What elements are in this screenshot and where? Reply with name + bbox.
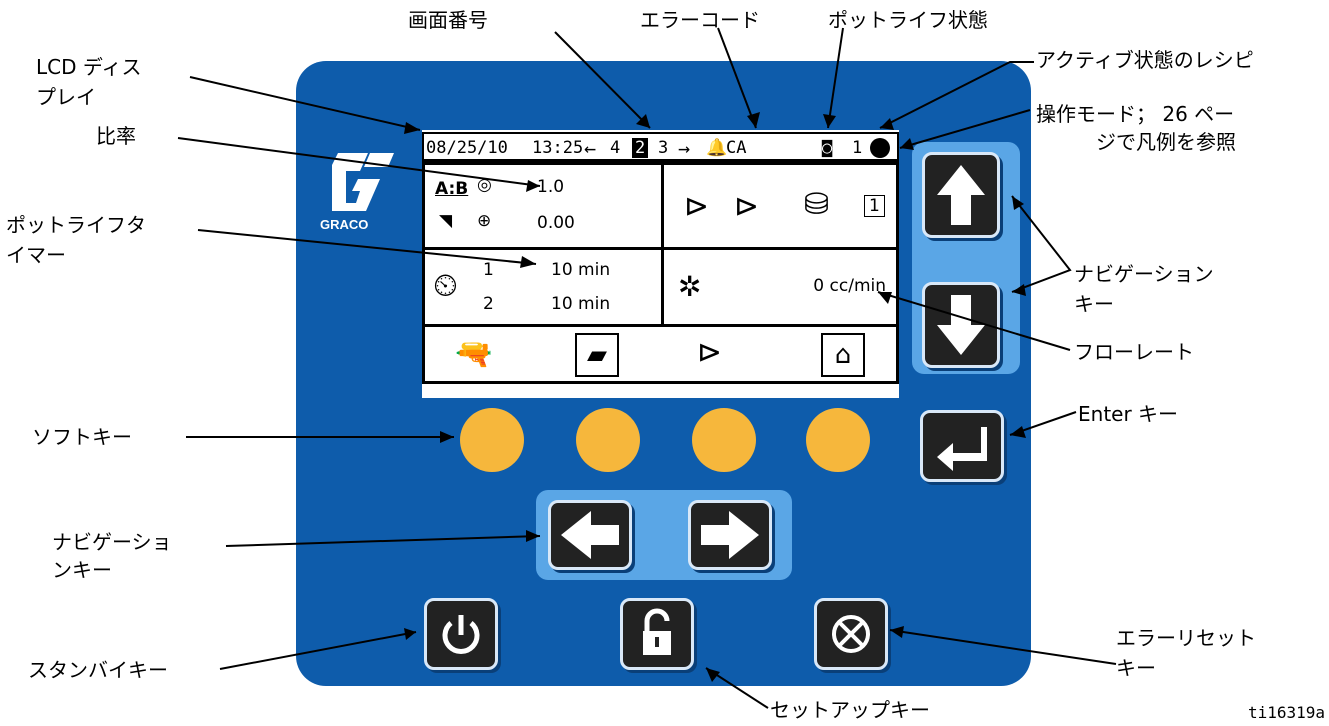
gun-flush-icon: ⊳ xyxy=(697,335,723,370)
prev-screen: 4 xyxy=(610,138,621,158)
softkey-1[interactable] xyxy=(460,408,524,472)
power-icon xyxy=(442,615,480,654)
flow-value: 0 cc/min xyxy=(813,276,886,296)
arrow-down-icon xyxy=(937,295,985,355)
timer1-index: 1 xyxy=(483,260,494,280)
home-icon: ⌂ xyxy=(821,333,865,377)
arrow-left-icon: ← xyxy=(584,136,597,160)
flow-gear-icon: ✲ xyxy=(678,270,702,303)
label-enter-key: Enter キー xyxy=(1078,402,1179,426)
ratio-value: 1.0 xyxy=(537,177,565,197)
label-lcd-display-1: LCD ディス xyxy=(36,55,142,79)
recipe-box: 1 xyxy=(864,195,885,217)
time: 13:25 xyxy=(532,138,584,158)
label-error-code: エラーコード xyxy=(640,8,760,32)
arrow-right-icon: → xyxy=(678,136,691,160)
unlock-icon xyxy=(643,608,671,655)
enter-button[interactable] xyxy=(920,410,1004,482)
softkey-icon-row: 🔫 ▰ ⊳ ⌂ xyxy=(422,324,899,384)
reset-icon xyxy=(832,615,870,653)
recipe-container-icon: ⛁ xyxy=(804,187,830,222)
status-bar: 08/25/10 13:25 ← 4 2 3 → 🔔 CA ◙ 1 xyxy=(422,132,899,162)
lcd-display: 08/25/10 13:25 ← 4 2 3 → 🔔 CA ◙ 1 A:B ◎ … xyxy=(422,130,899,398)
left-arrow-button[interactable] xyxy=(548,500,632,570)
recipe-number: 1 xyxy=(852,138,863,158)
setup-button[interactable] xyxy=(620,598,694,670)
gun-purge-icon: ▰ xyxy=(575,333,619,377)
softkey-4[interactable] xyxy=(806,408,870,472)
current-screen: 2 xyxy=(632,138,649,158)
right-arrow-button[interactable] xyxy=(688,500,772,570)
label-error-reset-key-1: エラーリセット xyxy=(1116,626,1256,650)
figure-id: ti16319a xyxy=(1247,703,1325,722)
up-arrow-button[interactable] xyxy=(922,152,1000,238)
label-standby-key: スタンバイキー xyxy=(28,658,168,682)
gun-1-icon: ⊳ xyxy=(684,189,710,224)
softkey-3[interactable] xyxy=(692,408,756,472)
enter-icon xyxy=(937,427,987,471)
arrow-left-key-icon xyxy=(561,511,619,559)
label-pot-life-status: ポットライフ状態 xyxy=(828,8,988,32)
pot-timer-icon: ⏲ xyxy=(433,266,458,304)
label-screen-number: 画面番号 xyxy=(408,8,488,32)
timer2-value: 10 min xyxy=(551,294,611,314)
label-lcd-display-2: プレイ xyxy=(36,85,96,109)
pot-life-icon: ◙ xyxy=(822,138,833,158)
label-active-recipe: アクティブ状態のレシピ xyxy=(1036,48,1254,72)
spray-gun-icon: 🔫 xyxy=(455,337,493,372)
error-code: CA xyxy=(726,138,747,158)
label-nav-keys-left-1: ナビゲーショ xyxy=(52,530,172,554)
label-soft-keys: ソフトキー xyxy=(32,425,132,449)
label-nav-keys-right-2: キー xyxy=(1074,292,1114,316)
brand-name: GRACO xyxy=(320,217,369,232)
label-pot-life-timer-1: ポットライフタ xyxy=(6,213,146,237)
label-nav-keys-left-2: ンキー xyxy=(52,558,112,582)
bell-icon: 🔔 xyxy=(706,138,728,158)
arrow-up-icon xyxy=(937,165,985,225)
label-pot-life-timer-2: イマー xyxy=(6,243,66,267)
label-flow-rate: フローレート xyxy=(1074,340,1194,364)
date: 08/25/10 xyxy=(426,138,508,158)
crosshair-icon: ⊕ xyxy=(477,211,492,231)
softkey-2[interactable] xyxy=(576,408,640,472)
operation-mode-icon xyxy=(870,138,890,158)
gun-icon: ◥ xyxy=(439,211,453,231)
label-error-reset-key-2: キー xyxy=(1116,656,1156,680)
timer1-value: 10 min xyxy=(551,260,611,280)
label-operation-mode-2: ジで凡例を参照 xyxy=(1096,130,1236,154)
standby-button[interactable] xyxy=(424,598,498,670)
error-reset-button[interactable] xyxy=(814,598,888,670)
arrow-right-key-icon xyxy=(701,511,759,559)
ratio-label: A:B xyxy=(435,179,469,199)
next-screen: 3 xyxy=(658,138,669,158)
timer2-index: 2 xyxy=(483,294,494,314)
gun-2-icon: ⊳ xyxy=(734,189,760,224)
label-ratio: 比率 xyxy=(96,124,136,148)
ratio-deviation: 0.00 xyxy=(537,213,575,233)
label-nav-keys-right-1: ナビゲーション xyxy=(1074,262,1214,286)
label-operation-mode-1: 操作モード； 26 ペー xyxy=(1036,102,1235,126)
label-setup-key: セットアップキー xyxy=(770,698,930,722)
